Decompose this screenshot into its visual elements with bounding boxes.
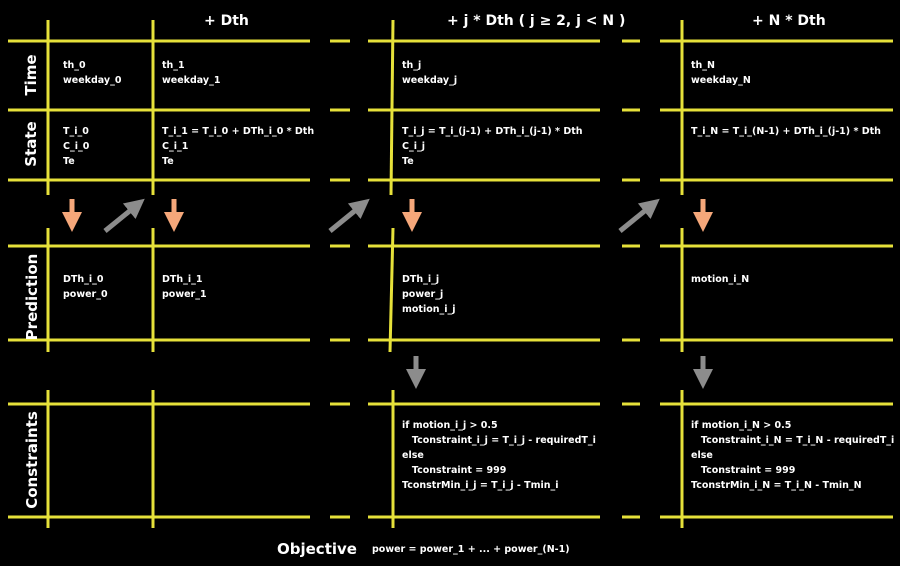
diag-arrow-1 (103, 198, 145, 233)
time-cell-1: th_1 weekday_1 (162, 60, 221, 86)
row-label-constraints: Constraints (23, 411, 41, 509)
constraints-cell-j: if motion_i_j > 0.5 Tconstraint_i_j = T_… (402, 420, 596, 491)
objective-label: Objective (277, 540, 357, 558)
prediction-cell-1: DTh_i_1 power_1 (162, 274, 207, 300)
row-label-prediction: Prediction (23, 253, 41, 341)
vertical-grid-lines (46, 19, 684, 528)
prediction-to-constraints-arrows (406, 356, 713, 389)
prediction-cell-n: motion_i_N (691, 274, 750, 285)
diag-arrow-j (328, 198, 370, 233)
header-dth: + Dth (204, 13, 249, 29)
horizontal-grid-lines (8, 39, 893, 519)
constraints-cell-n: if motion_i_N > 0.5 Tconstraint_i_N = T_… (691, 420, 895, 491)
state-to-prediction-arrows (62, 199, 713, 232)
header-j-dth: + j * Dth ( j ≥ 2, j < N ) (447, 13, 626, 29)
objective-formula: power = power_1 + ... + power_(N-1) (372, 544, 570, 555)
prediction-cell-j: DTh_i_j power_j motion_i_j (402, 274, 456, 315)
header-n-dth: + N * Dth (752, 13, 826, 29)
state-cell-0: T_i_0 C_i_0 Te (63, 126, 90, 167)
row-label-time: Time (22, 54, 40, 96)
state-cell-n: T_i_N = T_i_(N-1) + DTh_i_(j-1) * Dth (691, 126, 881, 137)
diag-arrow-N (618, 198, 660, 233)
prediction-cell-0: DTh_i_0 power_0 (63, 274, 108, 300)
state-cell-j: T_i_j = T_i_(j-1) + DTh_i_(j-1) * Dth C_… (402, 126, 583, 167)
row-label-state: State (22, 121, 40, 167)
prediction-to-next-state-arrows (103, 198, 660, 233)
time-cell-0: th_0 weekday_0 (63, 60, 122, 86)
time-cell-n: th_N weekday_N (691, 60, 751, 86)
time-cell-j: th_j weekday_j (402, 60, 458, 86)
state-cell-1: T_i_1 = T_i_0 + DTh_i_0 * Dth C_i_1 Te (162, 126, 315, 167)
